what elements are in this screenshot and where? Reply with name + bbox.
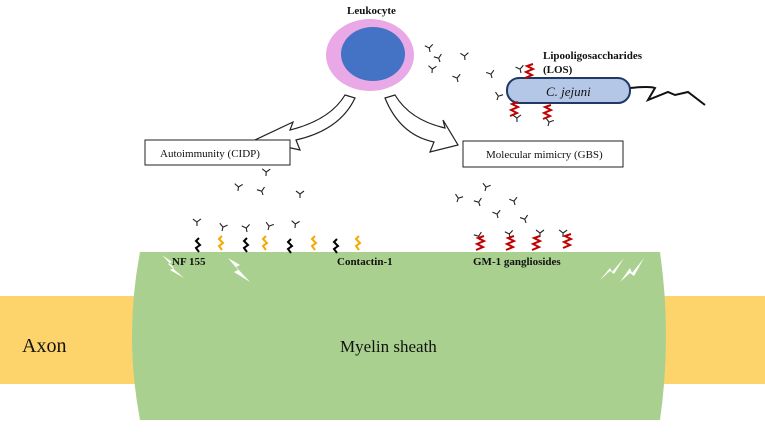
antibody-icon [545, 117, 554, 127]
autoimmunity-box [144, 139, 291, 166]
los-label-2: (LOS) [543, 64, 573, 76]
antibody-icon [265, 221, 274, 231]
antibody-icon [455, 193, 464, 203]
antibody-icon [219, 222, 228, 232]
antibody-icon [460, 52, 469, 61]
nf155-protein [194, 237, 202, 253]
flagellum [629, 86, 706, 106]
antibody-icon [519, 214, 529, 224]
los-label-1: Lipooligosaccharides [543, 50, 643, 62]
antibody-icon [256, 186, 265, 196]
los-icon [504, 235, 517, 251]
contactin-protein [261, 235, 269, 251]
los-icon [561, 233, 574, 249]
myelin-sheath [132, 252, 666, 420]
mimicry-label: Molecular mimicry (GBS) [486, 149, 603, 161]
contactin-protein [310, 235, 318, 251]
antibody-icon [495, 91, 504, 101]
antibody-icon [492, 209, 501, 219]
nf155-protein [242, 237, 250, 253]
antibody-icon [295, 190, 305, 198]
los-icon [530, 235, 543, 251]
antibody-icon [486, 69, 495, 79]
antibody-icon [473, 197, 482, 207]
myelin-label: Myelin sheath [340, 337, 437, 356]
c-jejuni-bacterium [506, 77, 631, 104]
antibody-icon [452, 73, 461, 83]
contactin-protein [217, 235, 225, 251]
antibody-icon [192, 218, 202, 227]
antibody-icon [424, 44, 434, 53]
autoimmunity-label: Autoimmunity (CIDP) [160, 148, 260, 160]
nf155-protein [332, 238, 340, 254]
los-icon [541, 104, 554, 120]
contactin-label: Contactin-1 [337, 256, 393, 268]
antibody-icon [428, 65, 437, 74]
mimicry-box [462, 140, 624, 168]
damage-icons [162, 255, 644, 282]
antibody-icon [241, 223, 250, 233]
nf155-protein [286, 238, 294, 254]
antibody-icon [512, 114, 522, 123]
antibody-icon [261, 168, 271, 177]
antibody-icon [433, 53, 442, 63]
leukocyte-label: Leukocyte [347, 5, 396, 17]
bacterium-label: C. jejuni [546, 84, 591, 99]
antibody-icon [515, 64, 524, 74]
antibody-icon [234, 183, 243, 192]
los-icon [474, 235, 487, 251]
antibody-icon [291, 220, 300, 229]
los-icon [508, 101, 521, 117]
los-icon [523, 63, 536, 79]
antibody-icon [535, 229, 545, 237]
antibody-icon [509, 196, 518, 206]
leukocyte-nucleus [341, 27, 405, 81]
nf155-label: NF 155 [172, 256, 206, 268]
arrow-mimicry [384, 94, 459, 153]
contactin-protein [354, 235, 362, 251]
antibody-icon [482, 182, 491, 192]
axon-label: Axon [22, 335, 66, 357]
gm1-label: GM-1 gangliosides [473, 256, 561, 268]
